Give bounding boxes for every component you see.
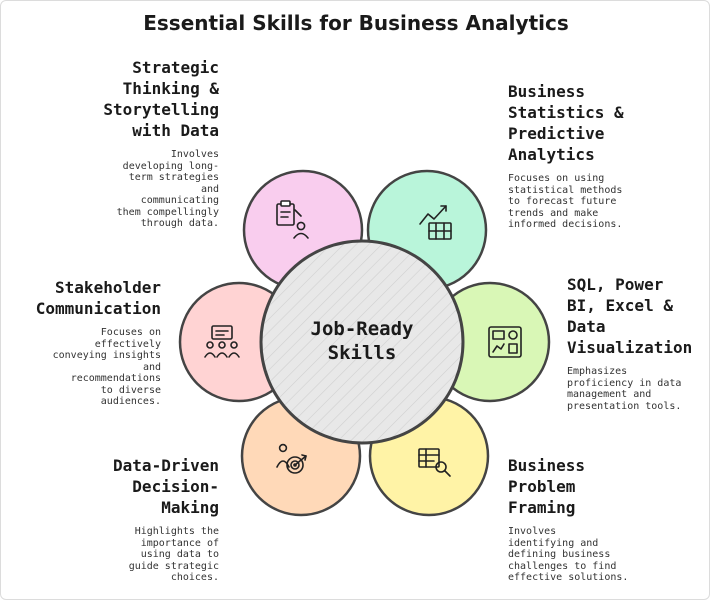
skill-statistics: Business Statistics & Predictive Analyti…	[508, 81, 698, 231]
skill-framing: Business Problem Framing Involves identi…	[508, 455, 698, 584]
skill-heading: Data-Driven Decision- Making	[113, 456, 219, 517]
center-circle	[259, 239, 465, 445]
skill-description: Focuses on effectively conveying insight…	[52, 327, 161, 407]
skill-description: Involves developing long- term strategie…	[116, 149, 219, 229]
skill-heading: Strategic Thinking & Storytelling with D…	[103, 58, 219, 140]
skill-description: Involves identifying and defining busine…	[508, 526, 629, 583]
skill-heading: Stakeholder Communication	[35, 278, 161, 318]
skill-heading: SQL, Power BI, Excel & Data Visualizatio…	[567, 275, 693, 357]
skill-decision: Data-Driven Decision- Making Highlights …	[41, 455, 219, 584]
table-search-icon	[418, 448, 451, 477]
skill-stakeholder: Stakeholder Communication Focuses on eff…	[11, 277, 161, 408]
clipboard-person-icon	[276, 200, 309, 239]
center-label: Job-Ready Skills	[310, 318, 414, 364]
skill-description: Focuses on using statistical methods to …	[508, 173, 623, 230]
skill-strategic: Strategic Thinking & Storytelling with D…	[41, 57, 219, 230]
target-person-icon	[276, 443, 307, 474]
presentation-group-icon	[204, 325, 240, 358]
skill-tools: SQL, Power BI, Excel & Data Visualizatio…	[567, 274, 707, 412]
skill-heading: Business Statistics & Predictive Analyti…	[508, 82, 624, 164]
skill-description: Highlights the importance of using data …	[128, 526, 219, 583]
page-title: Essential Skills for Business Analytics	[143, 11, 569, 35]
skill-heading: Business Problem Framing	[508, 456, 586, 517]
growth-chart-icon	[419, 205, 452, 240]
skill-description: Emphasizes proficiency in data managemen…	[567, 366, 682, 412]
dashboard-icon	[488, 326, 522, 358]
